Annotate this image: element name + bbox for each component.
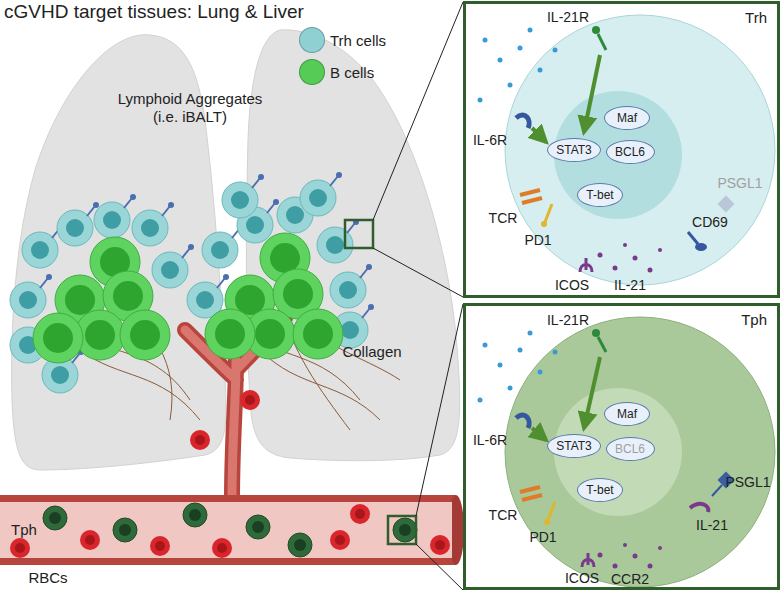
annotation-label: ICOS: [565, 570, 599, 587]
annotation-label: IL-21R: [547, 9, 589, 26]
annotation-label: TCR: [489, 210, 518, 227]
factor-label: STAT3: [556, 143, 592, 157]
legend-swatch: [299, 27, 325, 53]
transcription-factor: STAT3: [547, 434, 601, 458]
annotation-label: IL-21: [696, 517, 728, 534]
factor-label: T-bet: [586, 483, 613, 497]
annotation-label: PD1: [524, 232, 551, 249]
annotation-label: IL-21: [614, 277, 646, 294]
annotation-label: IL-6R: [473, 432, 507, 449]
legend-text: Trh cells: [330, 32, 386, 49]
panel-heading: Tph: [741, 311, 767, 328]
transcription-factor: BCL6: [606, 437, 655, 461]
annotation-label: TCR: [489, 507, 518, 524]
factor-label: Maf: [617, 111, 637, 125]
transcription-factor: Maf: [604, 106, 650, 130]
annotation-label: IL-6R: [473, 132, 507, 149]
factor-label: STAT3: [556, 439, 592, 453]
transcription-factor: BCL6: [606, 140, 655, 164]
factor-label: Maf: [617, 407, 637, 421]
transcription-factor: T-bet: [577, 478, 623, 502]
legend-swatch: [299, 59, 325, 85]
zoom-panel: TrhSTAT3 MafBCL6T-bet: [463, 1, 780, 298]
transcription-factor: STAT3: [547, 138, 601, 162]
factor-label: T-bet: [586, 188, 613, 202]
annotation-label: CD69: [692, 214, 728, 231]
annotation-label: ICOS: [555, 277, 589, 294]
annotation-label: Tph: [11, 521, 37, 539]
annotation-label: CCR2: [611, 571, 649, 588]
zoom-panel: TphSTAT3 MafBCL6T-bet: [463, 303, 780, 590]
annotation-label: PSGL1: [725, 474, 770, 491]
factor-label: BCL6: [615, 442, 645, 456]
annotation-label: IL-21R: [547, 312, 589, 329]
title: cGVHD target tissues: Lung & Liver: [4, 1, 304, 23]
annotation-label: PD1: [529, 529, 556, 546]
transcription-factor: Maf: [604, 402, 650, 426]
transcription-factor: T-bet: [577, 183, 623, 207]
panel-heading: Trh: [745, 9, 767, 26]
legend-text: B cells: [330, 64, 374, 81]
annotation-label: PSGL1: [717, 175, 762, 192]
annotation-label: Lymphoid Aggregates (i.e. iBALT): [105, 90, 275, 126]
annotation-label: Collagen: [342, 343, 401, 361]
factor-label: BCL6: [615, 145, 645, 159]
annotation-label: RBCs: [28, 569, 67, 587]
